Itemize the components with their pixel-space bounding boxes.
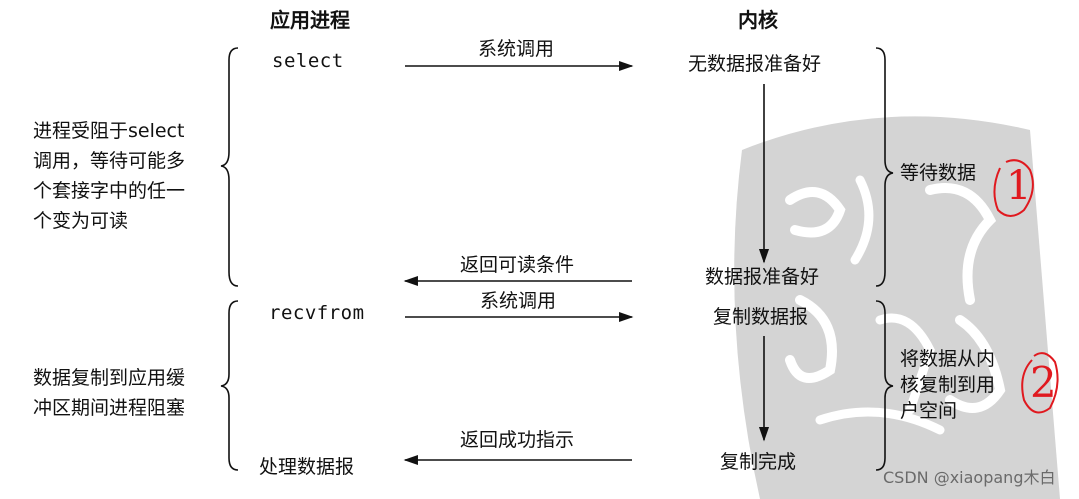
kernel-header: 内核 xyxy=(738,8,778,32)
csdn-watermark: CSDN @xiaopang木白 xyxy=(883,468,1056,487)
kernel-copy-datagram: 复制数据报 xyxy=(713,306,809,328)
note-blocked-on-select: 进程受阻于select 调用，等待可能多 个套接字中的任一 个变为可读 xyxy=(33,116,185,236)
select-call-label: select xyxy=(272,50,344,72)
syscall-label-1: 系统调用 xyxy=(478,38,555,60)
note-line: 将数据从内 xyxy=(900,348,996,370)
note-line: 个变为可读 xyxy=(33,210,129,232)
note-line: 个套接字中的任一 xyxy=(33,180,186,202)
note-line: 核复制到用 xyxy=(900,374,996,396)
right-brace-wait xyxy=(875,47,894,287)
note-line: 冲区期间进程阻塞 xyxy=(33,397,186,419)
note-copy-to-user: 将数据从内 核复制到用 户空间 xyxy=(900,346,995,424)
annotation-circle-2 xyxy=(1021,352,1059,414)
note-line: 调用，等待可能多 xyxy=(33,150,186,172)
kernel-no-data-ready: 无数据报准备好 xyxy=(688,53,822,75)
kernel-copy-complete: 复制完成 xyxy=(720,451,797,473)
note-copy-blocked: 数据复制到应用缓 冲区期间进程阻塞 xyxy=(33,363,185,423)
recvfrom-call-label: recvfrom xyxy=(269,302,365,324)
note-line: 户空间 xyxy=(900,400,958,422)
note-line: 进程受阻于select xyxy=(33,120,185,142)
return-success-label: 返回成功指示 xyxy=(460,429,575,451)
annotation-circle-1 xyxy=(993,159,1034,217)
kernel-data-ready: 数据报准备好 xyxy=(705,266,820,288)
note-line: 数据复制到应用缓 xyxy=(33,367,186,389)
right-brace-copy xyxy=(875,300,894,471)
note-wait-data: 等待数据 xyxy=(900,162,977,184)
left-brace-recvfrom xyxy=(220,300,239,471)
annotation-mark-2: 2 xyxy=(1030,358,1057,407)
return-readable-label: 返回可读条件 xyxy=(460,254,575,276)
syscall-label-2: 系统调用 xyxy=(480,290,557,312)
app-process-header: 应用进程 xyxy=(270,8,350,32)
annotation-mark-1: 1 xyxy=(1006,163,1032,209)
left-brace-select xyxy=(220,47,239,287)
process-datagram-label: 处理数据报 xyxy=(259,456,355,478)
